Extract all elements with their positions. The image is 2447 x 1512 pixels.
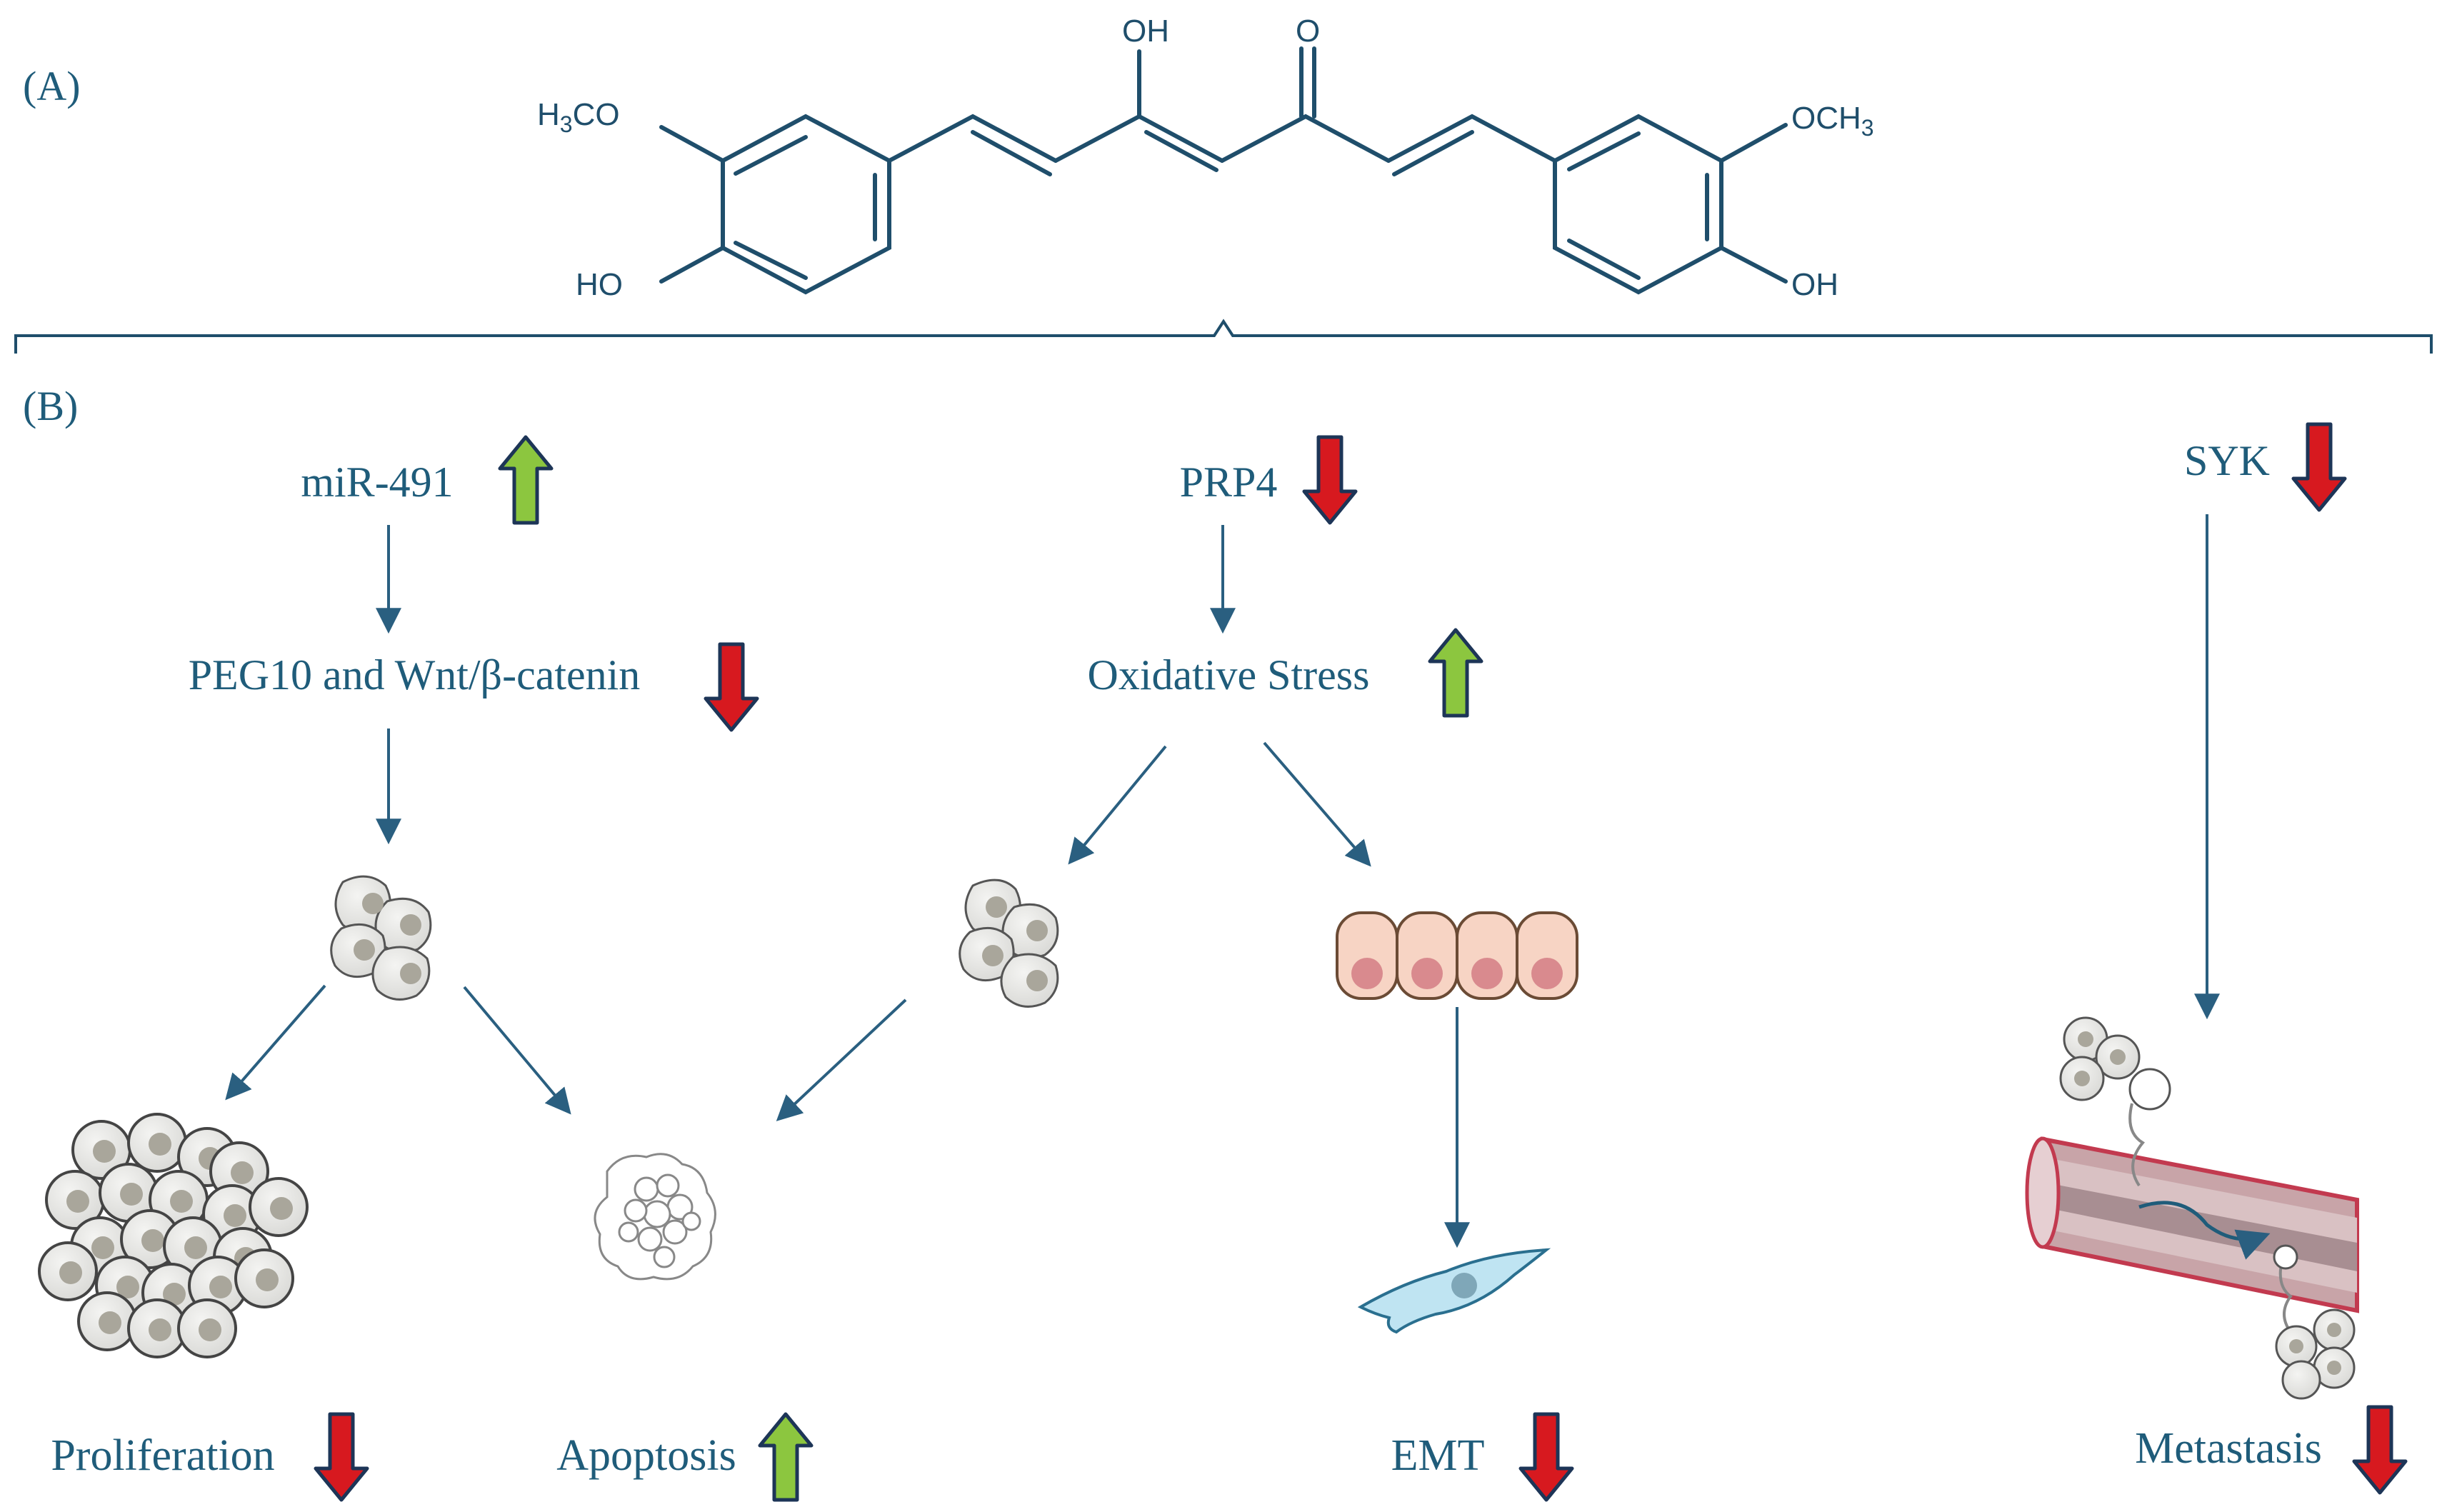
tumor-cell-cluster-1-nuclei (354, 893, 421, 984)
oxidative-to-epithelium-arrow (1263, 741, 1371, 867)
prp4-direction-arrow (1302, 435, 1358, 525)
panel-label-a: (A) (23, 63, 81, 109)
outcome-labels: Proliferation Apoptosis EMT Metastasis (51, 1424, 2322, 1480)
apoptotic-cell (594, 1153, 716, 1281)
cell-nucleus (99, 1311, 121, 1334)
proliferation-direction-arrow (314, 1412, 369, 1502)
cell-nucleus (209, 1276, 232, 1298)
cells-to-apoptosis-arrow-2 (776, 998, 907, 1121)
enol-hydroxyl-label: OH (1122, 14, 1169, 49)
section-brace (14, 319, 2433, 354)
right-ring-bonds (1553, 114, 1723, 295)
cell-nucleus (199, 1318, 221, 1341)
right-alkene (1386, 114, 1557, 163)
cell-nucleus (141, 1229, 164, 1252)
cell-nucleus (66, 1190, 89, 1213)
metastasis-label: Metastasis (2135, 1424, 2322, 1473)
metastatic-cells-top-nuclei (2074, 1031, 2126, 1086)
cell-nucleus (91, 1236, 114, 1259)
cell-nucleus (231, 1161, 254, 1184)
enol-double (1144, 130, 1219, 172)
cell-nucleus (120, 1183, 143, 1206)
left-ring-bonds (721, 114, 891, 295)
oxidative-to-cells-arrow (1068, 745, 1167, 865)
mir-491-label: miR-491 (301, 459, 453, 506)
pathway-connectors (225, 514, 2220, 1248)
ketone-double-bond (1299, 46, 1316, 119)
pathway-labels: miR-491 PEG10 and Wnt/β-catenin PRP4 Oxi… (189, 437, 2270, 699)
peg10-wnt-label: PEG10 and Wnt/β-catenin (189, 651, 641, 699)
left-hydroxyl-bond (659, 246, 725, 284)
apoptosis-label: Apoptosis (556, 1431, 736, 1480)
enol-segment (1054, 114, 1224, 163)
emt-label: EMT (1391, 1431, 1485, 1480)
epithelial-cell-nuclei (1351, 958, 1563, 989)
metastasis-direction-arrow (2352, 1405, 2408, 1495)
left-benzene-ring (640, 161, 973, 335)
left-methoxy-bond (659, 125, 725, 163)
left-methoxy-label: H3CO (537, 97, 620, 137)
cell-nucleus (149, 1133, 171, 1156)
cell-nucleus (59, 1261, 82, 1284)
right-alkene-double (1392, 130, 1474, 176)
left-ring-double-bonds (734, 135, 877, 280)
cells-to-proliferation-arrow (225, 984, 326, 1101)
cell-nucleus (256, 1268, 279, 1291)
left-hydroxyl-label: HO (576, 267, 623, 302)
cells-to-apoptosis-arrow (463, 986, 571, 1115)
cell-nucleus (224, 1204, 246, 1227)
peg10-direction-arrow (704, 642, 759, 732)
cell-nucleus (149, 1318, 171, 1341)
oxidative-direction-arrow (1428, 628, 1483, 718)
curcumin-structure (640, 46, 1788, 335)
syk-label: SYK (2184, 437, 2270, 484)
right-methoxy-label: OCH3 (1791, 101, 1874, 141)
right-methoxy-bond (1719, 123, 1788, 163)
panel-label-b: (B) (23, 383, 78, 429)
tumor-cell-cluster-2-nuclei (982, 896, 1048, 991)
right-hydroxyl-label: OH (1791, 267, 1838, 302)
syk-direction-arrow (2291, 422, 2347, 512)
proliferating-cell-mass (38, 1113, 309, 1358)
metastatic-cells-bottom-nuclei (2289, 1323, 2341, 1375)
blood-vessel (2025, 1136, 2359, 1313)
emt-direction-arrow (1518, 1412, 1574, 1502)
structure-atom-labels: H3CO HO OH O OCH3 OH (537, 14, 1874, 302)
cell-nucleus (116, 1276, 139, 1298)
cell-nucleus (163, 1283, 186, 1306)
left-chain-bond (887, 114, 1058, 163)
cell-nucleus (93, 1140, 116, 1163)
direction-arrows (314, 422, 2408, 1502)
apoptosis-direction-arrow (758, 1412, 814, 1502)
cell-nucleus (170, 1190, 193, 1213)
proliferation-label: Proliferation (51, 1431, 274, 1480)
left-alkene-double (971, 130, 1052, 176)
mesenchymal-cell (1357, 1248, 1551, 1334)
cell-nucleus (184, 1236, 207, 1259)
right-hydroxyl-bond (1719, 246, 1788, 284)
mir-491-direction-arrow (498, 435, 554, 525)
ketone-oxygen-label: O (1296, 14, 1320, 49)
cell-nucleus (270, 1197, 293, 1220)
right-ring-double-bonds (1567, 131, 1709, 280)
ketone-segment (1220, 114, 1391, 163)
prp4-label: PRP4 (1180, 459, 1278, 506)
oxidative-stress-label: Oxidative Stress (1088, 651, 1370, 699)
